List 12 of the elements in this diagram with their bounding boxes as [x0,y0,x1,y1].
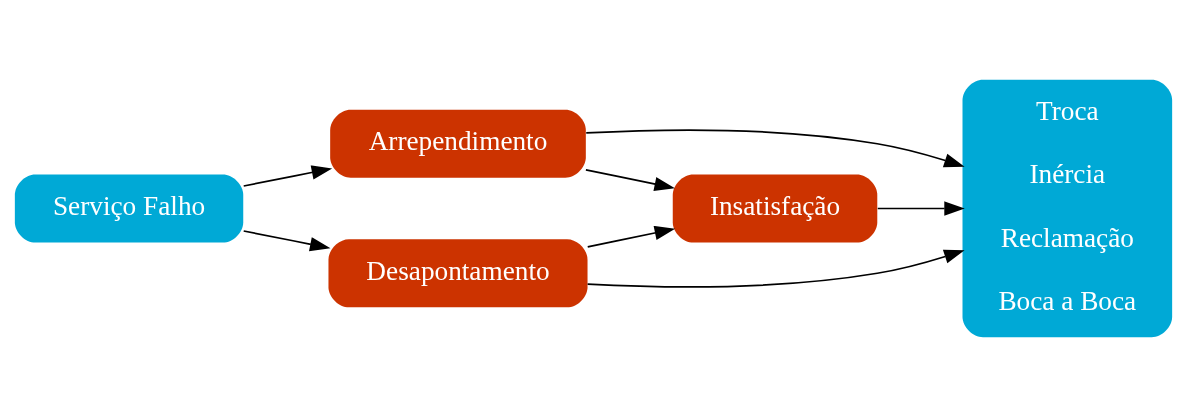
node-box: Insatisfação [672,174,878,243]
node-box: Arrependimento [330,109,586,178]
node-box: Desapontamento [328,239,588,308]
arrow [876,201,965,216]
arrow [585,129,965,168]
node-box: Serviço Falho [14,174,244,243]
arrow [242,165,333,187]
arrow [242,230,331,252]
arrow [586,249,965,288]
node-box: Troca Inércia Reclamação Boca a Boca [962,79,1173,338]
arrow [585,168,675,192]
arrow [586,225,676,248]
